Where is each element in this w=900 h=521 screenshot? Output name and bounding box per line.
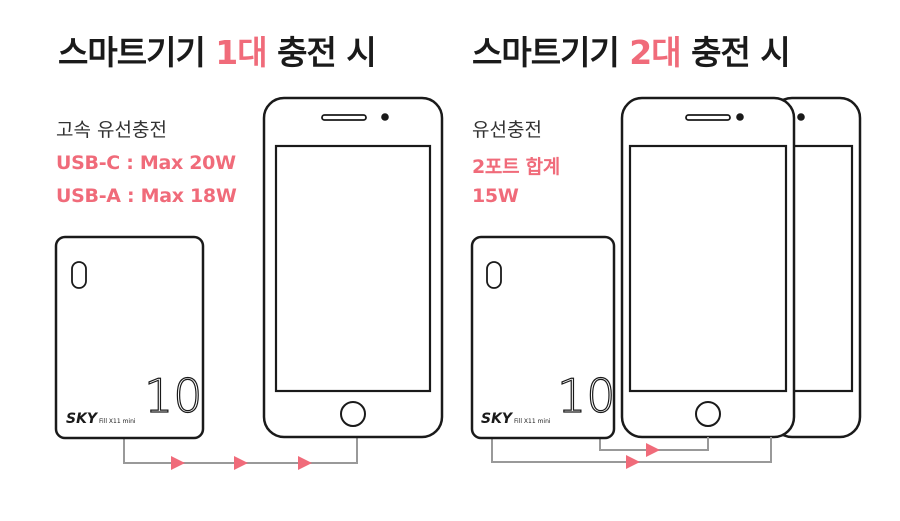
dual-charge-illustration: 10 SKY Fill X11 mini bbox=[470, 96, 862, 469]
camera-icon bbox=[797, 113, 805, 121]
home-button-icon bbox=[340, 401, 366, 427]
arrow-icon bbox=[646, 443, 660, 457]
power-bank-icon: 10 SKY Fill X11 mini bbox=[470, 235, 616, 440]
cable-arrows bbox=[171, 456, 312, 470]
charging-caption: 유선충전 bbox=[472, 119, 542, 141]
panel-title: 스마트기기 1대 충전 시 bbox=[58, 26, 377, 74]
speaker-icon bbox=[321, 114, 367, 121]
arrow-icon bbox=[298, 456, 312, 470]
camera-icon bbox=[381, 113, 389, 121]
cable-arrows bbox=[626, 443, 660, 469]
spec-line-1: USB-C : Max 20W bbox=[56, 152, 236, 174]
title-highlight: 1대 bbox=[215, 33, 267, 72]
smartphone-icon bbox=[262, 96, 444, 439]
spec-line-1: 2포트 합계 bbox=[472, 156, 560, 178]
title-suffix: 충전 시 bbox=[680, 33, 791, 72]
title-highlight: 2대 bbox=[629, 33, 681, 72]
brand-logo: SKY bbox=[481, 411, 514, 427]
camera-icon bbox=[736, 113, 744, 121]
arrow-icon bbox=[171, 456, 185, 470]
arrow-icon bbox=[626, 455, 640, 469]
power-indicator-icon bbox=[486, 261, 502, 289]
power-bank-icon: 10 SKY Fill X11 mini bbox=[54, 235, 205, 440]
dual-device-panel: 스마트기기 2대 충전 시 유선충전 2포트 합계 15W bbox=[450, 0, 900, 521]
model-name: Fill X11 mini bbox=[99, 418, 136, 425]
charging-caption: 고속 유선충전 bbox=[56, 119, 167, 141]
model-name: Fill X11 mini bbox=[514, 418, 551, 425]
panel-title: 스마트기기 2대 충전 시 bbox=[472, 26, 791, 74]
arrow-icon bbox=[234, 456, 248, 470]
title-suffix: 충전 시 bbox=[266, 33, 377, 72]
title-prefix: 스마트기기 bbox=[472, 33, 630, 72]
brand-logo: SKY bbox=[66, 411, 99, 427]
smartphone-front-icon bbox=[620, 96, 796, 439]
single-device-panel: 스마트기기 1대 충전 시 고속 유선충전 USB-C : Max 20W US… bbox=[54, 26, 444, 470]
speaker-icon bbox=[685, 114, 731, 121]
spec-line-2: 15W bbox=[472, 185, 519, 207]
single-charge-illustration: 10 SKY Fill X11 mini bbox=[54, 96, 444, 470]
title-prefix: 스마트기기 bbox=[58, 33, 216, 72]
capacity-mark: 10 bbox=[144, 369, 203, 423]
spec-line-2: USB-A : Max 18W bbox=[56, 185, 237, 207]
capacity-mark: 10 bbox=[557, 369, 616, 423]
power-indicator-icon bbox=[71, 261, 87, 289]
home-button-icon bbox=[695, 401, 721, 427]
